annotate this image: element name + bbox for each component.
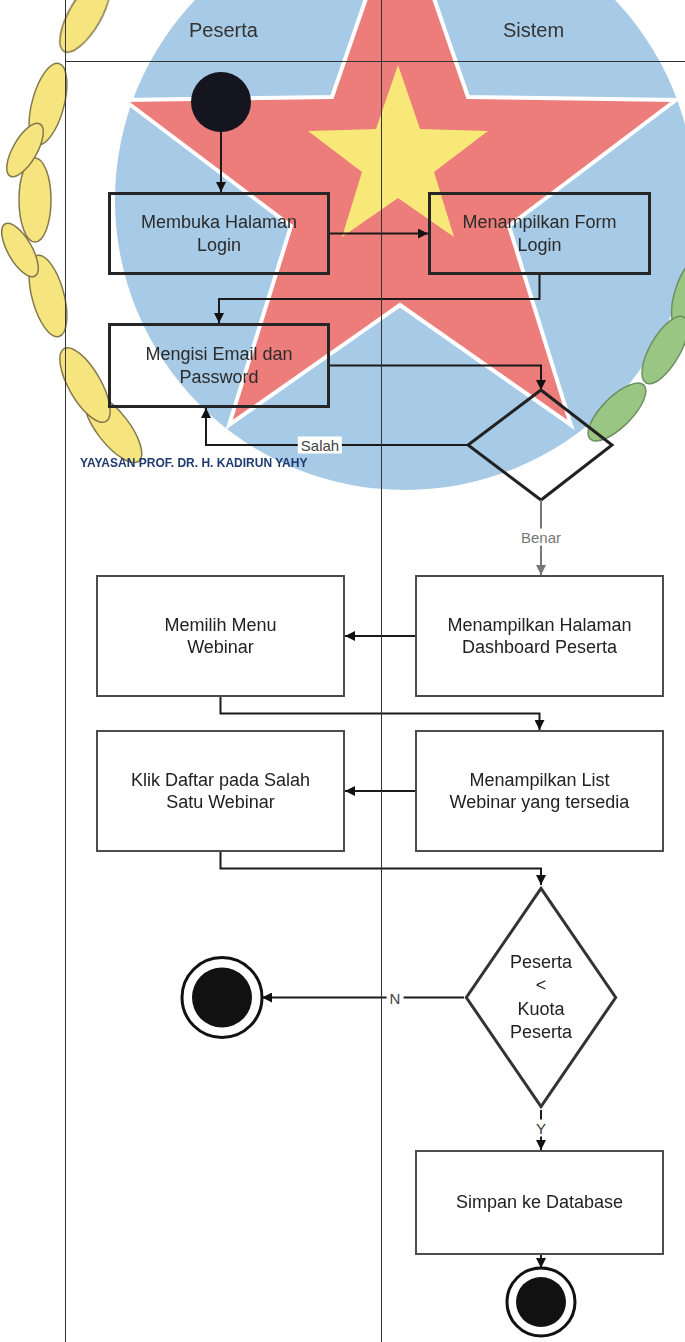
decision-diamond-shape (464, 885, 618, 1110)
decision-outline (466, 888, 615, 1106)
lane-title: Peserta (189, 19, 258, 42)
action-box: Simpan ke Database (415, 1150, 664, 1255)
logo-inner-star (308, 65, 488, 237)
wreath-leaf (50, 0, 120, 59)
action-box: Memilih Menu Webinar (96, 575, 345, 697)
swimlane: SistemMenampilkan Form LoginMenampilkan … (382, 0, 685, 1342)
action-text: Memilih Menu Webinar (136, 614, 306, 659)
action-text: Simpan ke Database (456, 1191, 623, 1214)
decision-text: Peserta < Kuota Peserta (510, 951, 572, 1045)
wreath-leaf (633, 310, 685, 391)
end-node-core (516, 1277, 566, 1327)
flow-connector (221, 697, 540, 730)
action-box: Menampilkan List Webinar yang tersedia (415, 730, 664, 852)
branch-label: Salah (298, 437, 342, 454)
flow-arrow (330, 366, 541, 391)
action-box: Klik Daftar pada Salah Satu Webinar (96, 730, 345, 852)
flow-connector (219, 275, 540, 323)
decision-diamond (468, 390, 612, 500)
flow-connector (330, 233, 428, 235)
swimlane: PesertaMembuka Halaman LoginMengisi Emai… (65, 0, 382, 1342)
end-node (182, 958, 262, 1038)
branch-label: N (387, 989, 404, 1006)
lane-title: Sistem (503, 19, 564, 42)
wreath-leaf (0, 118, 50, 182)
flow-arrow (540, 1255, 542, 1268)
action-box: Menampilkan Form Login (428, 192, 651, 275)
action-text: Menampilkan Form Login (456, 211, 624, 256)
action-text: Menampilkan List Webinar yang tersedia (442, 769, 637, 814)
action-box: Menampilkan Halaman Dashboard Peserta (415, 575, 664, 697)
logo-star (124, 0, 676, 425)
action-text: Klik Daftar pada Salah Satu Webinar (123, 769, 318, 814)
watermark-text: YAYASAN PROF. DR. H. KADIRUN YAHY (80, 455, 307, 472)
wreath-leaf (0, 218, 45, 282)
wreath-right (580, 252, 685, 449)
flow-arrow (220, 132, 222, 192)
action-box: Membuka Halaman Login (108, 192, 330, 275)
wreath-leaf (580, 375, 655, 450)
edge-label: Y (533, 1120, 549, 1137)
action-text: Mengisi Email dan Password (135, 343, 303, 388)
flow-connector (345, 790, 415, 792)
flow-arrow (262, 997, 464, 999)
action-text: Menampilkan Halaman Dashboard Peserta (442, 614, 637, 659)
watermark-logo (0, 0, 685, 490)
flow-connector (221, 852, 542, 885)
flow-lines (182, 72, 612, 1336)
end-node-core (192, 968, 252, 1028)
end-node (507, 1268, 575, 1336)
branch-label: Benar (518, 529, 564, 546)
start-node (191, 72, 251, 132)
action-text: Membuka Halaman Login (135, 211, 303, 256)
lane-header: Peserta (66, 0, 381, 62)
decision-diamond: Peserta < Kuota Peserta (464, 885, 618, 1110)
lane-header: Sistem (382, 0, 685, 62)
flow-connector (345, 635, 415, 637)
action-box: Mengisi Email dan Password (108, 323, 330, 408)
